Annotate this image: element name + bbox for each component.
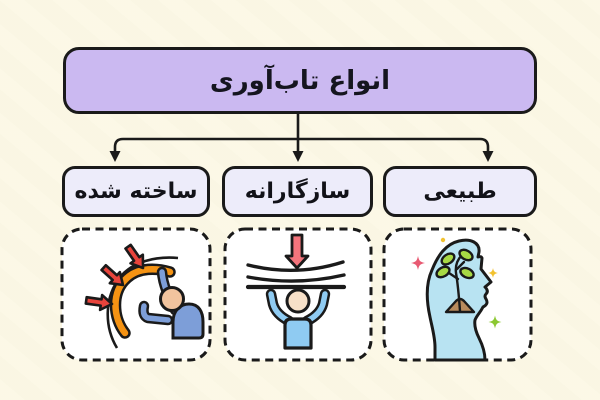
head [159, 286, 185, 312]
icon-card-built [60, 227, 212, 362]
person-behind-shield-arrows-icon [60, 227, 212, 362]
person-raised-arms [265, 288, 331, 350]
title-text: انواع تاب‌آوری [209, 65, 391, 96]
plant-leaves [435, 248, 475, 280]
bending-load-lines [245, 260, 347, 290]
title-box: انواع تاب‌آوری [63, 47, 537, 114]
person-holding-bending-load-icon [223, 227, 373, 362]
impact-arrows [84, 243, 145, 312]
branch-label-adaptive: سازگارانه [222, 166, 373, 217]
icon-card-adaptive [223, 227, 373, 362]
branch-label-built: ساخته شده [62, 166, 210, 217]
dashed-frame [60, 227, 212, 362]
head [285, 288, 311, 314]
sparkles [411, 237, 502, 329]
branch-label-adaptive-text: سازگارانه [244, 179, 351, 204]
icon-card-natural [382, 227, 533, 362]
branch-label-built-text: ساخته شده [74, 179, 198, 204]
head-with-growing-plant-icon [382, 227, 533, 362]
crouching-person [138, 266, 205, 340]
shield-arc [112, 265, 174, 337]
plant-stem [447, 253, 466, 313]
pressure-arrow [284, 233, 310, 270]
branch-label-natural: طبیعی [383, 166, 537, 217]
branch-label-natural-text: طبیعی [423, 179, 497, 204]
